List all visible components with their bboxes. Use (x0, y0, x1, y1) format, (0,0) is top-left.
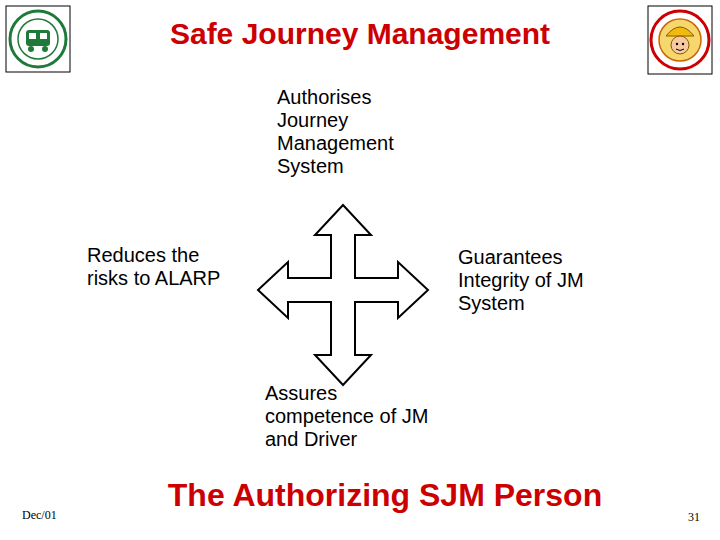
page-number: 31 (688, 510, 700, 525)
four-way-arrow (258, 205, 428, 385)
safety-badge (648, 6, 712, 74)
slide-caption: The Authorizing SJM Person (120, 476, 650, 514)
role-label: Guarantees Integrity of JM System (458, 246, 593, 315)
role-label: Reduces the risks to ALARP (87, 244, 222, 290)
slide-title: Safe Journey Management (100, 16, 620, 52)
role-label: Authorises Journey Management System (277, 86, 437, 178)
role-label: Assures competence of JM and Driver (265, 382, 445, 451)
date-label: Dec/01 (22, 508, 57, 523)
company-logo (6, 6, 70, 72)
